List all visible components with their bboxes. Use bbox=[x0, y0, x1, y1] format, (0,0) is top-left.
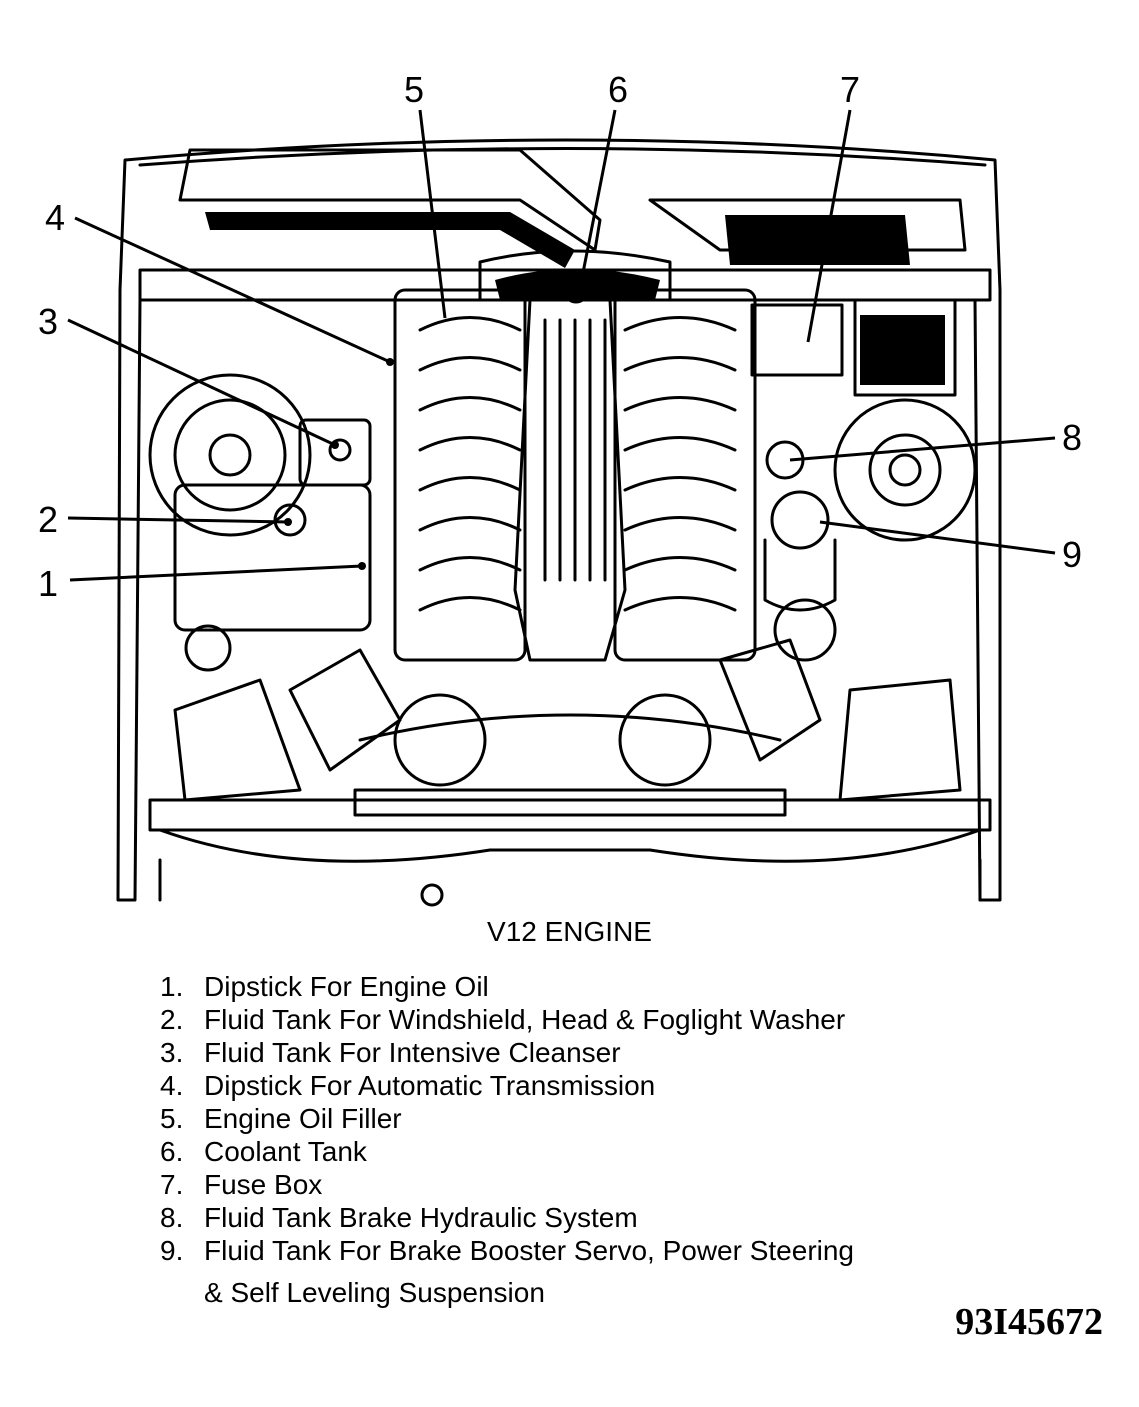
legend-item: 1. Dipstick For Engine Oil bbox=[160, 970, 1020, 1003]
legend-text: Fluid Tank For Windshield, Head & Foglig… bbox=[204, 1004, 846, 1035]
cleanser-tank bbox=[298, 418, 372, 487]
legend-number: 7. bbox=[160, 1169, 184, 1200]
legend-text-continuation: & Self Leveling Suspension bbox=[204, 1277, 545, 1308]
leader-line-4 bbox=[74, 216, 391, 364]
engine-cover bbox=[513, 298, 627, 662]
legend-number: 1. bbox=[160, 971, 184, 1002]
legend-text: Coolant Tank bbox=[204, 1136, 367, 1167]
radiator bbox=[353, 788, 787, 817]
power-steering-reservoir bbox=[770, 490, 830, 550]
legend-text: Dipstick For Automatic Transmission bbox=[204, 1070, 656, 1101]
legend-text: Fluid Tank Brake Hydraulic System bbox=[204, 1202, 638, 1233]
washer-fluid-tank bbox=[173, 483, 372, 632]
legend-number: 3. bbox=[160, 1037, 184, 1068]
legend-text: Engine Oil Filler bbox=[204, 1103, 402, 1134]
right-intake-manifold bbox=[613, 288, 757, 662]
legend-text: Fluid Tank For Intensive Cleanser bbox=[204, 1037, 621, 1068]
legend: 1. Dipstick For Engine Oil 2. Fluid Tank… bbox=[160, 970, 1020, 1308]
callout-2: 2 bbox=[38, 499, 59, 540]
right-strut-tower bbox=[833, 398, 977, 542]
legend-number: 2. bbox=[160, 1004, 184, 1035]
leader-line-1 bbox=[69, 564, 363, 582]
legend-text: Dipstick For Engine Oil bbox=[204, 971, 489, 1002]
callout-7: 7 bbox=[840, 69, 861, 110]
legend-item: 5. Engine Oil Filler bbox=[160, 1102, 1020, 1135]
callout-3: 3 bbox=[38, 301, 59, 342]
front-bumper bbox=[148, 798, 992, 832]
left-intake-manifold bbox=[393, 288, 527, 662]
legend-item: 7. Fuse Box bbox=[160, 1168, 1020, 1201]
legend-item: 9. Fluid Tank For Brake Booster Servo, P… bbox=[160, 1234, 1020, 1267]
legend-item: 3. Fluid Tank For Intensive Cleanser bbox=[160, 1036, 1020, 1069]
leader-line-7 bbox=[806, 109, 852, 343]
legend-number: 8. bbox=[160, 1202, 184, 1233]
hood-outline bbox=[116, 138, 1002, 902]
legend-number: 5. bbox=[160, 1103, 184, 1134]
legend-text: Fuse Box bbox=[204, 1169, 323, 1200]
callout-6: 6 bbox=[608, 69, 629, 110]
leader-line-3 bbox=[67, 318, 336, 447]
diagram-caption: V12 ENGINE bbox=[487, 916, 652, 947]
legend-number: 6. bbox=[160, 1136, 184, 1167]
figure-id: 93I45672 bbox=[955, 1301, 1103, 1343]
legend-item: 4. Dipstick For Automatic Transmission bbox=[160, 1069, 1020, 1102]
left-strut-tower bbox=[148, 373, 312, 537]
callout-8: 8 bbox=[1062, 417, 1083, 458]
fuse-box bbox=[750, 303, 844, 377]
legend-item: 2. Fluid Tank For Windshield, Head & Fog… bbox=[160, 1003, 1020, 1036]
leader-line-9 bbox=[819, 520, 1056, 555]
leader-line-5 bbox=[418, 109, 447, 319]
legend-number: 9. bbox=[160, 1235, 184, 1266]
callout-5: 5 bbox=[404, 69, 425, 110]
legend-text: Fluid Tank For Brake Booster Servo, Powe… bbox=[204, 1235, 855, 1266]
legend-item: 8. Fluid Tank Brake Hydraulic System bbox=[160, 1201, 1020, 1234]
legend-item: 6. Coolant Tank bbox=[160, 1135, 1020, 1168]
leader-line-6 bbox=[578, 109, 617, 289]
callout-9: 9 bbox=[1062, 534, 1083, 575]
leader-line-8 bbox=[789, 436, 1056, 462]
legend-number: 4. bbox=[160, 1070, 184, 1101]
callout-4: 4 bbox=[45, 197, 66, 238]
callout-1: 1 bbox=[38, 563, 59, 604]
leader-line-2 bbox=[67, 516, 289, 524]
